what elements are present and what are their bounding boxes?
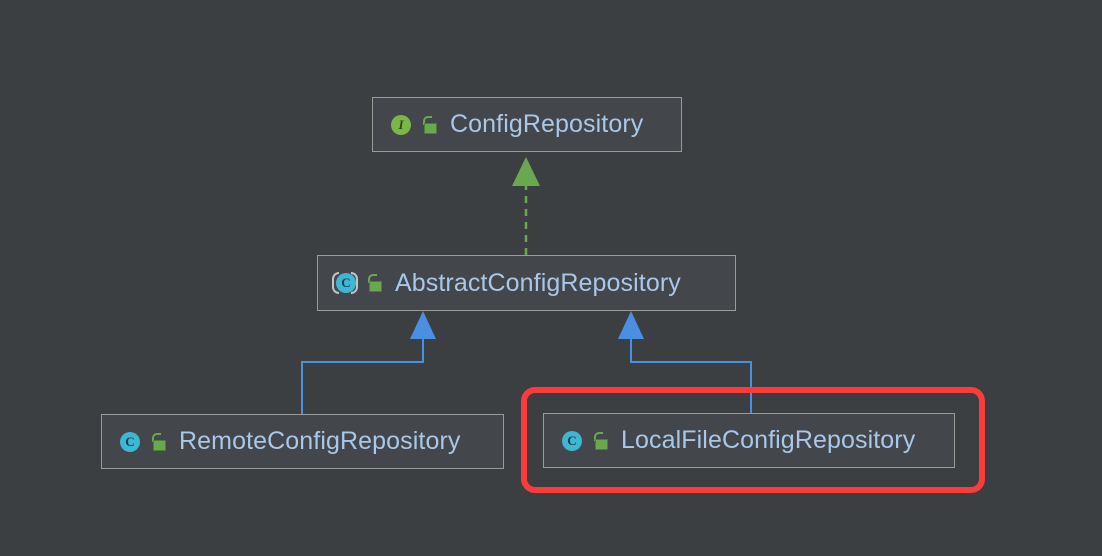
lock-body [369, 281, 382, 292]
extends-edge-local [618, 311, 752, 413]
node-icons: I [387, 112, 439, 138]
node-icons: C [332, 270, 384, 296]
extends-edge-remote [301, 311, 436, 414]
abstract-class-icon-glyph: C [336, 273, 356, 293]
lock-shackle [594, 431, 603, 441]
lock-shackle [368, 274, 377, 283]
extends-arrowhead-remote [410, 311, 436, 339]
node-label: AbstractConfigRepository [395, 268, 681, 297]
node-icons: C [558, 428, 610, 454]
lock-body [595, 438, 608, 450]
implements-arrowhead [512, 157, 540, 186]
node-config-repository[interactable]: I ConfigRepository [372, 97, 682, 152]
node-abstract-config-repository[interactable]: C AbstractConfigRepository [317, 255, 736, 311]
extends-edge-remote-line [301, 338, 424, 414]
class-icon-glyph: C [120, 431, 140, 452]
abstract-bracket-right [351, 272, 358, 294]
lock-shackle [423, 115, 432, 125]
node-label: RemoteConfigRepository [179, 427, 461, 455]
lock-shackle [152, 432, 161, 442]
extends-edge-local-line [630, 338, 752, 413]
abstract-class-icon: C [332, 270, 358, 296]
interface-icon-glyph: I [391, 114, 411, 135]
node-label: ConfigRepository [450, 110, 644, 138]
public-lock-icon [366, 273, 384, 293]
node-remote-config-repository[interactable]: C RemoteConfigRepository [101, 414, 504, 469]
public-lock-icon [592, 431, 610, 451]
node-local-file-config-repository[interactable]: C LocalFileConfigRepository [543, 413, 955, 468]
implements-edge [512, 157, 540, 255]
class-icon: C [116, 429, 142, 455]
class-icon: C [558, 428, 584, 454]
interface-icon: I [387, 112, 413, 138]
extends-arrowhead-local [618, 311, 644, 339]
lock-body [424, 122, 437, 134]
public-lock-icon [421, 115, 439, 135]
abstract-bracket-left [332, 272, 339, 294]
lock-body [153, 439, 166, 451]
class-icon-glyph: C [562, 430, 582, 451]
node-label: LocalFileConfigRepository [621, 426, 916, 454]
public-lock-icon [150, 432, 168, 452]
node-icons: C [116, 429, 168, 455]
